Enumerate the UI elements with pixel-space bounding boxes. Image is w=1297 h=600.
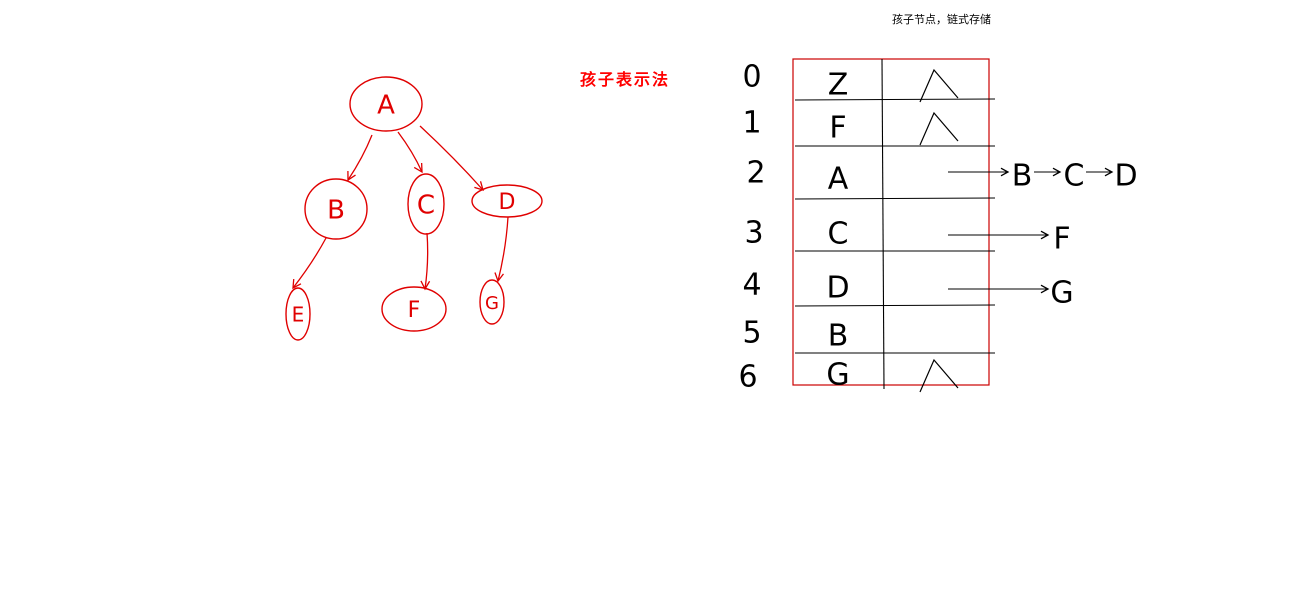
chain-node-4-G: G — [1050, 276, 1073, 311]
row-index-1: 1 — [742, 106, 761, 141]
row-data-5: B — [828, 319, 849, 354]
tree-edge-C-F — [424, 232, 429, 290]
row-index-6: 6 — [738, 360, 757, 395]
tree-edge-A-D — [419, 125, 484, 191]
tree-node-label-F: F — [408, 298, 421, 323]
tree-edge-A-C — [397, 131, 423, 173]
row-data-4: D — [826, 271, 849, 306]
tree-edge-D-G — [497, 216, 509, 282]
chain-arrowhead-3-F — [1040, 230, 1050, 240]
table-row-line — [794, 304, 996, 307]
table-row-line — [794, 98, 996, 101]
row-index-5: 5 — [742, 316, 761, 351]
tree-node-label-A: A — [377, 91, 395, 121]
null-pointer-icon — [919, 111, 959, 146]
tree-node-G — [479, 279, 505, 325]
tree-node-label-E: E — [292, 303, 305, 327]
tree-node-C — [407, 173, 445, 235]
tree-arrowhead-C-F — [420, 280, 431, 291]
diagram-title: 孩子表示法 — [580, 70, 671, 89]
row-data-0: Z — [828, 68, 849, 103]
tree-node-label-D: D — [499, 190, 516, 215]
tree-edge-A-B — [347, 134, 373, 181]
row-index-0: 0 — [742, 60, 761, 95]
tree-arrowhead-D-G — [494, 272, 504, 283]
chain-node-3-F: F — [1053, 222, 1070, 257]
tree-node-label-B: B — [327, 196, 345, 226]
row-data-1: F — [829, 111, 846, 146]
row-data-2: A — [828, 162, 849, 197]
chain-arrowhead-4-G — [1040, 284, 1050, 294]
tree-node-A — [349, 76, 423, 132]
row-index-2: 2 — [746, 156, 765, 191]
row-data-3: C — [828, 217, 849, 252]
chain-arrowhead-2-B — [1000, 167, 1010, 177]
tree-arrowhead-A-B — [347, 170, 356, 182]
tree-node-D — [471, 184, 543, 218]
tree-node-F — [381, 286, 447, 332]
storage-note: 孩子节点，链式存储 — [892, 13, 991, 26]
table-border — [792, 58, 990, 386]
chain-arrowhead-2-D — [1104, 167, 1114, 177]
row-index-4: 4 — [742, 268, 761, 303]
tree-node-label-G: G — [485, 293, 499, 314]
chain-node-2-C: C — [1064, 159, 1085, 194]
chain-node-2-B: B — [1012, 159, 1033, 194]
tree-node-B — [304, 178, 368, 240]
row-data-6: G — [826, 358, 849, 393]
tree-node-label-C: C — [417, 191, 435, 221]
row-index-3: 3 — [744, 216, 763, 251]
tree-diagram: A B C D E F G — [285, 76, 543, 341]
tree-arrowhead-B-E — [292, 278, 302, 290]
tree-arrowhead-A-C — [413, 162, 423, 174]
table-row-line — [794, 197, 996, 200]
null-pointer-icon — [919, 68, 959, 103]
chain-arrowhead-2-C — [1052, 167, 1062, 177]
null-pointer-icon — [919, 358, 959, 393]
chain-node-2-D: D — [1114, 159, 1137, 194]
table-column-divider — [881, 58, 885, 390]
tree-node-E — [285, 287, 311, 341]
tree-edge-B-E — [292, 237, 327, 289]
